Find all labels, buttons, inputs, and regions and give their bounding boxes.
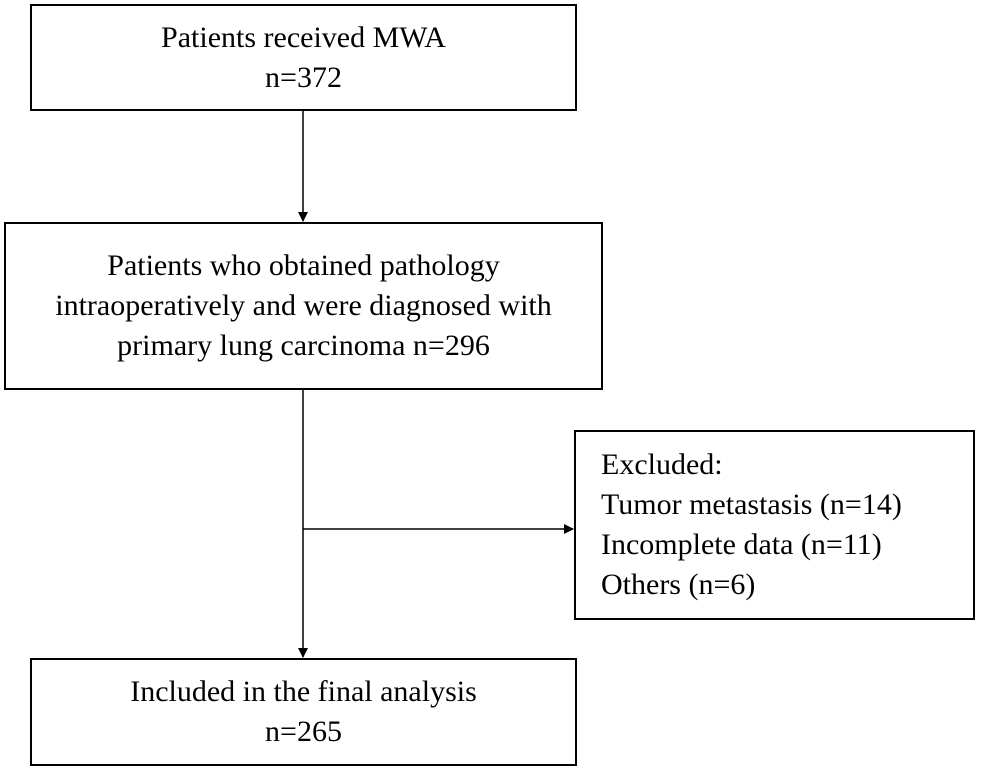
mwa-box-count: n=372 <box>265 60 342 94</box>
excluded-heading: Excluded: <box>601 448 723 481</box>
pathology-box-line: intraoperatively and were diagnosed with <box>55 289 552 322</box>
excluded-item: Incomplete data (n=11) <box>601 528 882 561</box>
mwa-patients-box: Patients received MWA n=372 <box>30 4 577 111</box>
excluded-item: Others (n=6) <box>601 568 756 601</box>
mwa-box-line: Patients received MWA <box>161 20 446 54</box>
pathology-box-line: primary lung carcinoma n=296 <box>117 329 490 362</box>
final-box-count: n=265 <box>265 715 342 748</box>
final-analysis-box: Included in the final analysis n=265 <box>30 658 577 766</box>
pathology-box-line: Patients who obtained pathology <box>107 249 500 282</box>
pathology-patients-box: Patients who obtained pathology intraope… <box>4 222 603 390</box>
excluded-item: Tumor metastasis (n=14) <box>601 488 902 521</box>
excluded-box: Excluded: Tumor metastasis (n=14) Incomp… <box>574 430 975 620</box>
final-box-line: Included in the final analysis <box>130 675 477 708</box>
